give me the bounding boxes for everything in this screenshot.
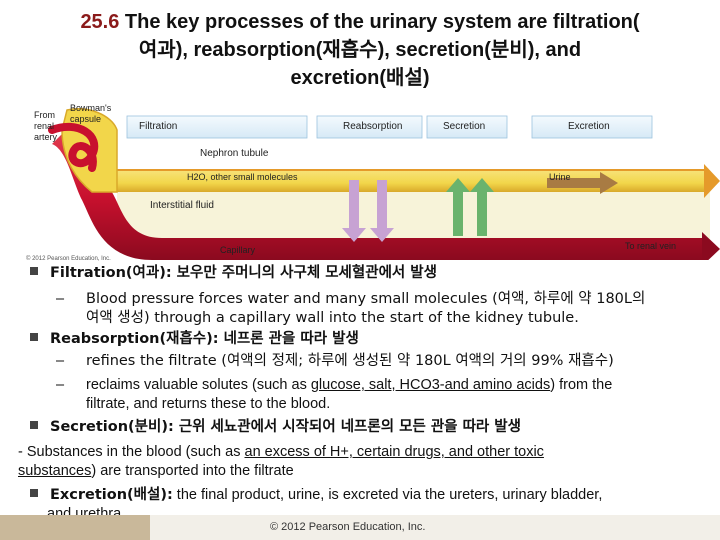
dash-marker: – [56, 353, 65, 369]
reabsorption-heading: Reabsorption(재흡수): 네프론 관을 따라 발생 [50, 331, 359, 347]
copyright-text: © 2012 Pearson Education, Inc. [270, 521, 426, 533]
glomerulus [48, 122, 99, 172]
dash-marker: – [56, 377, 65, 393]
bowmans-capsule-label: Bowman's capsule [70, 103, 112, 124]
secretion-heading: Secretion(분비): 근위 세뇨관에서 시작되어 네프론의 모든 관을 … [50, 419, 521, 435]
secretion-arrows [446, 178, 494, 236]
excretion-bullet: Excretion(배설): the final product, urine,… [30, 486, 602, 505]
excretion-arrow [547, 172, 618, 194]
h2o-label: H2O, other small molecules [187, 172, 298, 182]
title-line-2: 여과), reabsorption(재흡수), secretion(분비), a… [138, 39, 582, 61]
nephron-tubule-label: Nephron tubule [200, 148, 269, 159]
from-renal-artery-label: From renal artery [34, 110, 58, 142]
secretion-box [426, 115, 508, 139]
excretion-heading: Excretion(배설): [50, 487, 173, 503]
to-renal-vein-label: To renal vein [625, 241, 677, 251]
excretion-box [531, 115, 653, 139]
bullet-square-icon [30, 421, 38, 429]
urine-arrow [704, 164, 720, 198]
filtration-sub-1: –Blood pressure forces water and many sm… [56, 291, 646, 307]
urine-label: Urine [549, 172, 571, 182]
reabsorption-label: Reabsorption [343, 121, 403, 132]
filtration-sub-1b: 여액 생성) through a capillary wall into the… [86, 310, 579, 326]
valuable-solutes: glucose, salt, HCO3-and amino acids [310, 377, 551, 393]
to-renal-vein-arrow [702, 232, 720, 260]
interstitial-fluid-label: Interstitial fluid [150, 200, 214, 211]
reabsorption-bullet: Reabsorption(재흡수): 네프론 관을 따라 발생 [30, 330, 359, 349]
reabsorption-arrows [342, 180, 394, 242]
excretion-label: Excretion [568, 121, 610, 132]
capillary-label: Capillary [220, 245, 256, 255]
bullet-square-icon [30, 489, 38, 497]
secreted-substances: an excess of H+, certain drugs, and othe… [244, 444, 544, 460]
capillary [52, 134, 702, 260]
title-line-1: 25.6 The key processes of the urinary sy… [80, 11, 640, 33]
nephron-diagram-svg [48, 108, 720, 260]
reabsorption-sub-2b: filtrate, and returns these to the blood… [86, 396, 331, 412]
secretion-text-1: - Substances in the blood (such as an ex… [18, 444, 544, 460]
reabsorption-sub-1: –refines the filtrate (여액의 정제; 하루에 생성된 약… [56, 353, 614, 369]
filtration-box [126, 115, 308, 139]
title-number: 25.6 [80, 11, 120, 33]
filtration-label: Filtration [139, 121, 178, 132]
dash-marker: – [56, 291, 65, 307]
nephron-diagram: From renal artery Bowman's capsule Filtr… [22, 100, 720, 262]
reabsorption-box [316, 115, 423, 139]
reabsorption-sub-2: –reclaims valuable solutes (such as gluc… [56, 377, 613, 393]
secretion-bullet: Secretion(분비): 근위 세뇨관에서 시작되어 네프론의 모든 관을 … [30, 418, 521, 437]
filtration-heading: Filtration(여과): 보우만 주머니의 사구체 모세혈관에서 발생 [50, 265, 437, 281]
secretion-label: Secretion [443, 121, 486, 132]
bullet-square-icon [30, 267, 38, 275]
interstitial-fluid-region [117, 192, 710, 242]
secretion-text-2: substances) are transported into the fil… [18, 463, 294, 479]
figure-credit: © 2012 Pearson Education, Inc. [26, 256, 111, 262]
footer-bar: © 2012 Pearson Education, Inc. [0, 515, 720, 540]
bullet-square-icon [30, 333, 38, 341]
footer-accent [0, 515, 150, 540]
title-line-3: excretion(배설) [290, 67, 430, 89]
filtration-bullet: Filtration(여과): 보우만 주머니의 사구체 모세혈관에서 발생 [30, 264, 437, 283]
slide-title: 25.6 The key processes of the urinary sy… [0, 8, 720, 92]
